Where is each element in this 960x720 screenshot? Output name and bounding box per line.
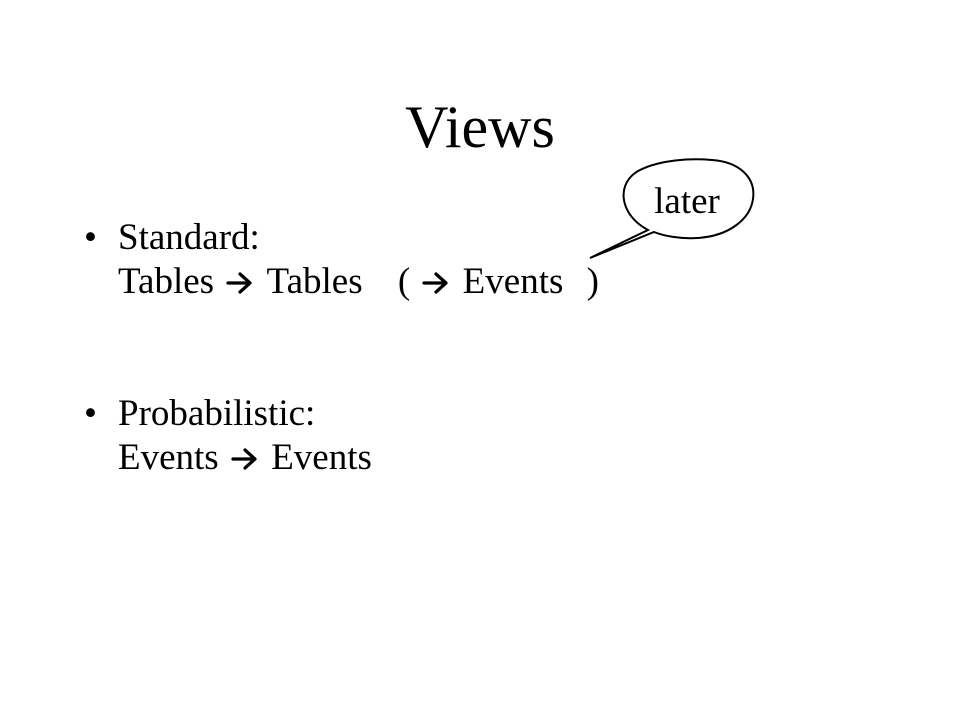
bullet-standard-mapping: Tables Tables ( Events ) (118, 260, 599, 304)
paren-open: ( (397, 261, 411, 302)
mapping-from: Tables (118, 261, 215, 302)
bullet-probabilistic-heading: Probabilistic: (118, 393, 316, 434)
bullet-standard-heading: Standard: (118, 217, 260, 258)
mapping-to: Tables (266, 261, 363, 302)
mapping-from: Events (118, 437, 219, 478)
right-arrow-icon (226, 272, 252, 294)
bullet-probabilistic-text: Probabilistic: Events Events (118, 392, 372, 480)
mapping-to: Events (271, 437, 372, 478)
bullet-standard-text: Standard: Tables Tables ( Events ) (118, 216, 599, 304)
paren-target: Events (462, 261, 564, 302)
slide-title: Views (405, 94, 555, 160)
bullet-dot: • (84, 217, 97, 258)
bullet-dot: • (84, 393, 97, 434)
callout-text: later (654, 181, 720, 222)
paren-close: ) (586, 261, 599, 302)
right-arrow-icon (231, 448, 257, 470)
bullet-probabilistic-mapping: Events Events (118, 436, 372, 480)
right-arrow-icon (422, 272, 449, 294)
